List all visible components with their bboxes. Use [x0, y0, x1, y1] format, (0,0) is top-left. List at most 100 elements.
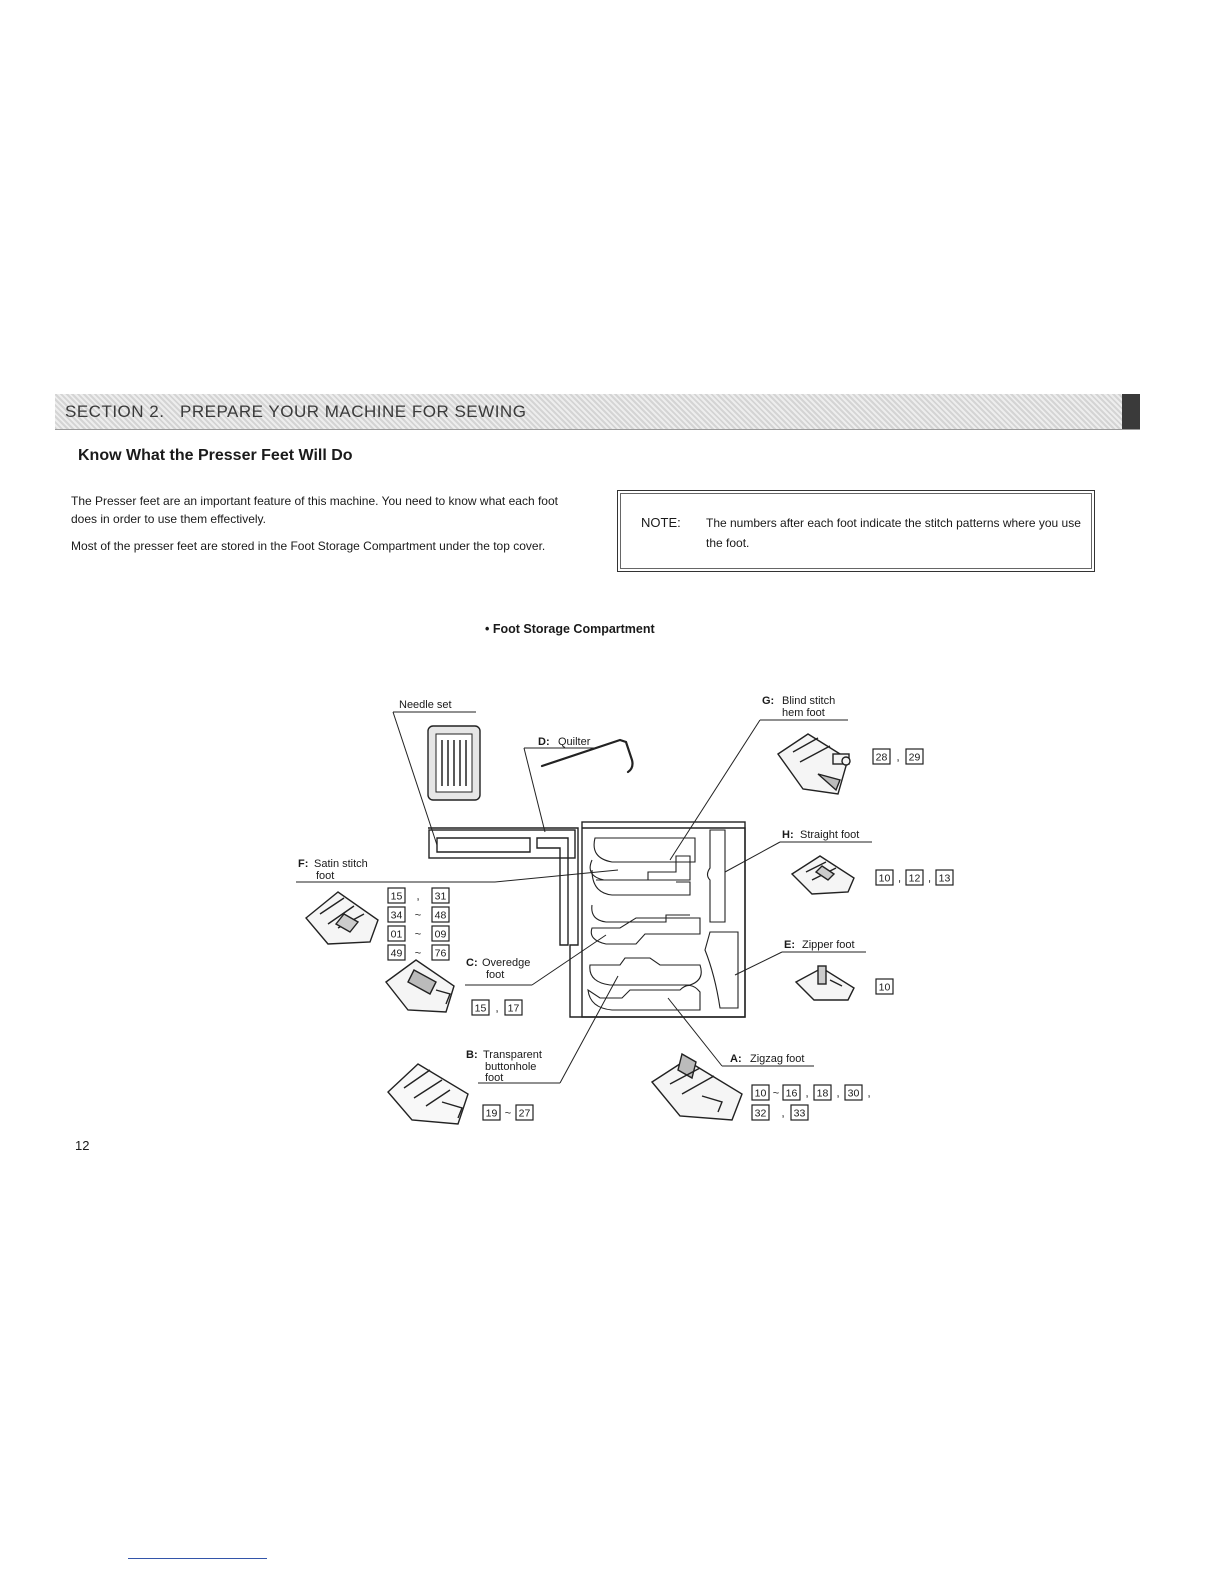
zipper-foot-icon: [794, 965, 855, 1001]
straight-code-box-1: [905, 869, 924, 886]
satin-code-box-3: [431, 906, 450, 923]
zigzag-separator-4: ,: [781, 1108, 784, 1120]
overedge-foot-icon: [385, 959, 455, 1013]
zigzag-code-box-5: [790, 1104, 809, 1121]
overedge-separator-0: ,: [495, 1003, 498, 1015]
satin-code-5: 09: [435, 929, 447, 941]
satin-line1: Satin stitch: [314, 858, 368, 870]
buttonhole-line1: Transparent: [483, 1049, 542, 1061]
zipper-code-0: 10: [879, 982, 891, 994]
zigzag-code-2: 18: [817, 1088, 829, 1100]
buttonhole-line2: buttonhole: [485, 1061, 536, 1073]
note-label: NOTE:: [641, 515, 681, 530]
zipper-name: Zipper foot: [802, 939, 855, 951]
straight-separator-0: ,: [898, 873, 901, 885]
buttonhole-foot-icon: [387, 1063, 469, 1125]
satin-separator-0: ,: [416, 891, 419, 903]
overedge-line1: Overedge: [482, 957, 530, 969]
banner-endcap: [1122, 394, 1140, 429]
intro-paragraph-2: Most of the presser feet are stored in t…: [71, 539, 546, 553]
satin-separator-3: ~: [415, 948, 421, 960]
note-text: The numbers after each foot indicate the…: [706, 516, 1081, 550]
quilter-icon: [540, 738, 634, 774]
section-number: SECTION 2.: [65, 402, 165, 421]
overedge-line2: foot: [486, 969, 504, 981]
buttonhole-code-box-0: [482, 1104, 501, 1121]
satin-code-1: 31: [435, 891, 447, 903]
satin-code-6: 49: [391, 948, 403, 960]
blind-line1: Blind stitch: [782, 695, 835, 707]
satin-code-box-1: [431, 887, 450, 904]
diagram-subheading-text: Foot Storage Compartment: [492, 622, 655, 636]
zipper-code-box-0: [875, 978, 894, 995]
buttonhole-separator-0: ~: [505, 1108, 511, 1120]
overedge-code-1: 17: [508, 1003, 520, 1015]
needle-set-icon: [427, 725, 481, 801]
zigzag-code-box-3: [844, 1084, 863, 1101]
blind-letter: G:: [762, 695, 774, 707]
zigzag-separator-3: ,: [867, 1088, 870, 1100]
zigzag-letter: A:: [730, 1053, 742, 1065]
straight-separator-1: ,: [928, 873, 931, 885]
zigzag-code-box-1: [782, 1084, 801, 1101]
buttonhole-code-1: 27: [519, 1108, 531, 1120]
satin-code-box-5: [431, 925, 450, 942]
zigzag-code-box-0: [751, 1084, 770, 1101]
straight-code-box-2: [935, 869, 954, 886]
section-title: PREPARE YOUR MACHINE FOR SEWING: [180, 402, 527, 421]
satin-code-box-6: [387, 944, 406, 961]
satin-code-box-4: [387, 925, 406, 942]
satin-code-box-7: [431, 944, 450, 961]
overedge-code-box-0: [471, 999, 490, 1016]
buttonhole-code-box-1: [515, 1104, 534, 1121]
needle-set-label: Needle set: [399, 699, 452, 711]
stitch-pattern-codes: 28,2910,12,1315,171019~2715,3134~4801~09…: [387, 748, 954, 1121]
blind-separator-0: ,: [896, 752, 899, 764]
zigzag-separator-0: ~: [773, 1088, 779, 1100]
satin-stitch-foot-icon: [305, 891, 379, 945]
zigzag-foot-icon: [650, 1052, 743, 1121]
satin-code-4: 01: [391, 929, 403, 941]
satin-code-3: 48: [435, 910, 447, 922]
blind-code-0: 28: [876, 752, 888, 764]
straight-code-1: 12: [909, 873, 921, 885]
buttonhole-letter: B:: [466, 1049, 478, 1061]
blind-line2: hem foot: [782, 707, 825, 719]
zigzag-code-box-4: [751, 1104, 770, 1121]
zigzag-separator-2: ,: [836, 1088, 839, 1100]
zipper-letter: E:: [784, 939, 795, 951]
satin-code-7: 76: [435, 948, 447, 960]
page-number: 12: [75, 1138, 90, 1153]
blind-code-box-1: [905, 748, 924, 765]
straight-code-2: 13: [939, 873, 951, 885]
buttonhole-line3: foot: [485, 1072, 503, 1084]
footer-rule: [128, 1558, 267, 1559]
zigzag-code-box-2: [813, 1084, 832, 1101]
storage-tray: [428, 821, 746, 1018]
note-box: NOTE: The numbers after each foot indica…: [617, 490, 1095, 572]
satin-letter: F:: [298, 858, 308, 870]
intro-paragraph-1: The Presser feet are an important featur…: [71, 494, 558, 526]
zigzag-code-1: 16: [786, 1088, 798, 1100]
straight-code-box-0: [875, 869, 894, 886]
overedge-letter: C:: [466, 957, 478, 969]
zigzag-code-3: 30: [848, 1088, 860, 1100]
zigzag-code-0: 10: [755, 1088, 767, 1100]
leader-lines: [296, 711, 872, 1084]
blind-code-box-0: [872, 748, 891, 765]
overedge-code-box-1: [504, 999, 523, 1016]
blind-code-1: 29: [909, 752, 921, 764]
satin-separator-1: ~: [415, 910, 421, 922]
straight-code-0: 10: [879, 873, 891, 885]
zigzag-code-4: 32: [755, 1108, 767, 1120]
straight-name: Straight foot: [800, 829, 859, 841]
quilter-letter: D:: [538, 736, 550, 748]
satin-code-0: 15: [391, 891, 403, 903]
buttonhole-code-0: 19: [486, 1108, 498, 1120]
page-heading: Know What the Presser Feet Will Do: [78, 447, 353, 464]
blind-stitch-foot-icon: [777, 733, 851, 795]
straight-letter: H:: [782, 829, 794, 841]
zigzag-code-5: 33: [794, 1108, 806, 1120]
quilter-name: Quilter: [558, 736, 591, 748]
